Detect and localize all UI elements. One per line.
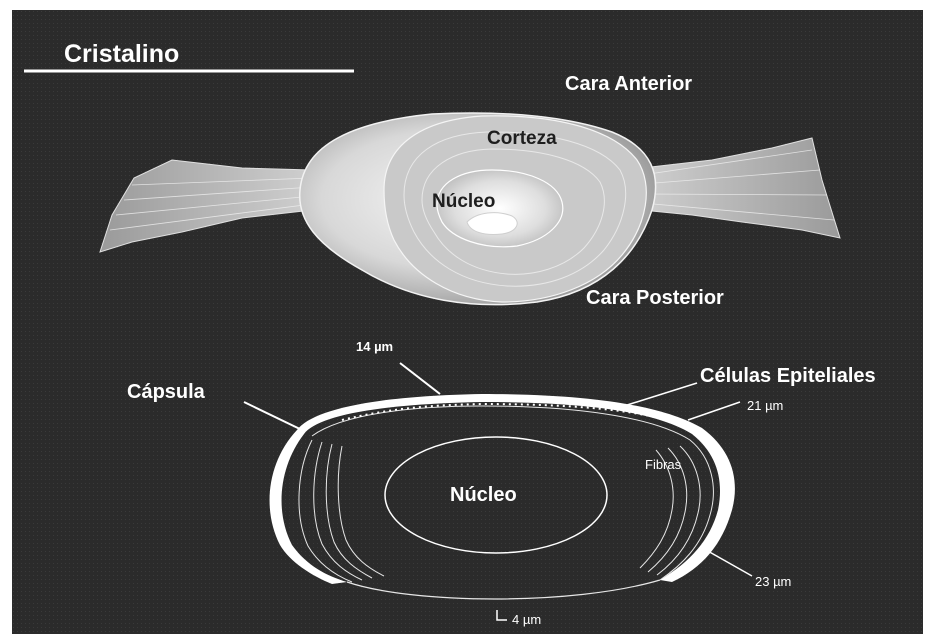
label-celulas-epiteliales: Células Epiteliales bbox=[700, 366, 876, 386]
slide: Cristalino Cara Anterior Corteza Núcleo … bbox=[12, 10, 923, 634]
slide-title: Cristalino bbox=[64, 42, 179, 67]
label-corteza: Corteza bbox=[487, 129, 557, 148]
label-21um: 21 µm bbox=[747, 399, 783, 412]
label-nucleo-3d: Núcleo bbox=[432, 192, 495, 211]
label-capsula: Cápsula bbox=[127, 382, 205, 402]
label-cara-posterior: Cara Posterior bbox=[586, 288, 724, 308]
label-cara-anterior: Cara Anterior bbox=[565, 74, 692, 94]
lens-illustration bbox=[12, 10, 923, 634]
label-nucleo-section: Núcleo bbox=[450, 485, 517, 505]
background bbox=[12, 10, 923, 634]
label-23um: 23 µm bbox=[755, 575, 791, 588]
label-14um: 14 µm bbox=[356, 340, 393, 353]
label-4um: 4 µm bbox=[512, 613, 541, 626]
label-fibras: Fibras bbox=[645, 458, 681, 471]
